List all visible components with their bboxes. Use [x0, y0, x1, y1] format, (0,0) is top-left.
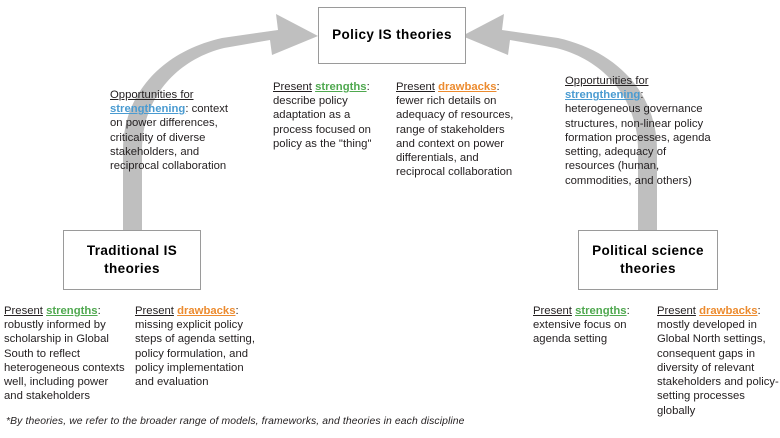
annotation-right-opportunities-body: : heterogeneous governance structures, n… — [565, 89, 711, 187]
annotation-bottom-left-strengths: Present strengths: robustly informed by … — [4, 304, 126, 404]
annotation-bottom-right-drawbacks-keyword: drawbacks — [699, 305, 758, 317]
annotation-left-opportunities-keyword: strengthening — [110, 103, 186, 116]
annotation-bottom-left-drawbacks-header: Present — [135, 305, 174, 317]
annotation-bottom-right-drawbacks-body: : mostly developed in Global North setti… — [657, 305, 779, 417]
annotation-bottom-left-strengths-header: Present — [4, 305, 43, 317]
annotation-right-opportunities-header: Opportunities for — [565, 75, 649, 87]
annotation-bottom-right-strengths-body: : extensive focus on agenda setting — [533, 305, 630, 346]
annotation-bottom-left-drawbacks-body: : missing explicit policy steps of agend… — [135, 305, 255, 389]
node-traditional-is-theories-label: Traditional IS theories — [86, 242, 178, 276]
annotation-left-opportunities-header: Opportunities for — [110, 89, 194, 101]
annotation-right-opportunities-keyword: strengthening — [565, 89, 641, 102]
node-political-science-theories[interactable]: Political science theories — [578, 230, 718, 290]
annotation-bottom-left-drawbacks-keyword: drawbacks — [177, 305, 236, 317]
node-traditional-is-theories[interactable]: Traditional IS theories — [63, 230, 201, 290]
node-policy-is-theories[interactable]: Policy IS theories — [318, 7, 466, 64]
annotation-bottom-right-drawbacks: Present drawbacks: mostly developed in G… — [657, 304, 779, 418]
node-political-science-theories-label: Political science theories — [592, 242, 704, 276]
annotation-center-drawbacks-keyword: drawbacks — [438, 81, 497, 93]
annotation-bottom-left-drawbacks: Present drawbacks: missing explicit poli… — [135, 304, 263, 389]
annotation-right-opportunities: Opportunities for strengthening: heterog… — [565, 74, 711, 188]
annotation-center-drawbacks-header: Present — [396, 81, 435, 93]
annotation-bottom-right-drawbacks-header: Present — [657, 305, 696, 317]
annotation-bottom-right-strengths-header: Present — [533, 305, 572, 317]
annotation-center-strengths-header: Present — [273, 81, 312, 93]
annotation-bottom-left-strengths-keyword: strengths — [46, 305, 98, 317]
annotation-center-drawbacks-body: : fewer rich details on adequacy of reso… — [396, 81, 514, 179]
annotation-center-strengths: Present strengths: describe policy adapt… — [273, 80, 387, 151]
annotation-center-drawbacks: Present drawbacks: fewer rich details on… — [396, 80, 518, 180]
annotation-bottom-left-strengths-body: : robustly informed by scholarship in Gl… — [4, 305, 125, 403]
annotation-bottom-right-strengths-keyword: strengths — [575, 305, 627, 317]
figure-footnote: *By theories, we refer to the broader ra… — [6, 416, 465, 427]
node-policy-is-theories-label: Policy IS theories — [332, 27, 452, 43]
annotation-center-strengths-keyword: strengths — [315, 81, 367, 93]
annotation-left-opportunities: Opportunities for strengthening: context… — [110, 88, 236, 173]
annotation-bottom-right-strengths: Present strengths: extensive focus on ag… — [533, 304, 645, 347]
